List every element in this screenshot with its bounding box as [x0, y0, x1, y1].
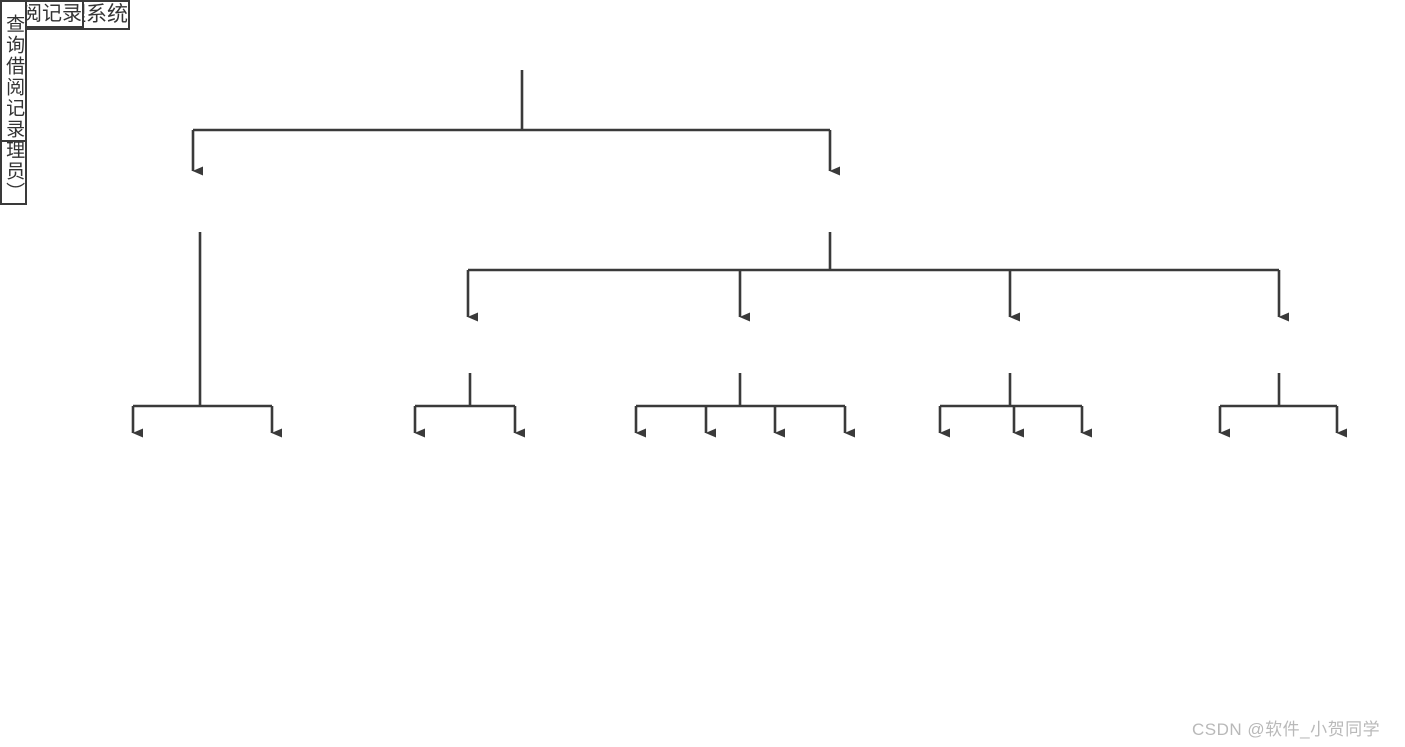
node-label: 查询借阅记录	[3, 14, 25, 140]
csdn-watermark: CSDN @软件_小贺同学	[1192, 720, 1381, 739]
node-leaf-query-record[interactable]: 查询借阅记录	[0, 0, 28, 142]
